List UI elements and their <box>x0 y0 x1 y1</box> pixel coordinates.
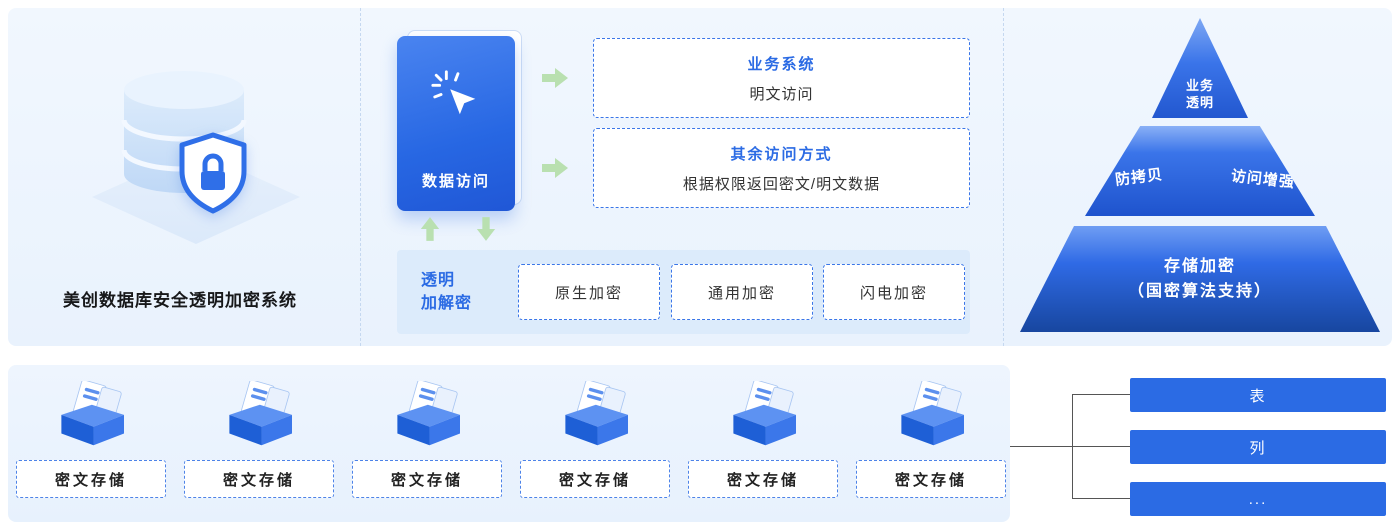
tier-top-line1: 业务 <box>1185 78 1214 93</box>
pyramid-tier-bottom: 存储加密 （国密算法支持） <box>1020 226 1380 332</box>
flow-desc: 明文访问 <box>749 86 814 103</box>
storage-label: 密文存储 <box>856 460 1006 498</box>
arrow-down-icon <box>475 215 497 243</box>
arrow-up-icon <box>419 215 441 243</box>
method-lightning-encryption: 闪电加密 <box>823 264 965 320</box>
divider-left-middle <box>360 8 361 346</box>
label-line1: 透明 <box>421 272 456 289</box>
storage-label: 密文存储 <box>184 460 334 498</box>
encrypted-storage-icon <box>217 381 301 447</box>
transparent-codec-label: 透明 加解密 <box>421 269 472 315</box>
arrow-right-icon <box>540 156 570 180</box>
encrypted-storage-icon <box>385 381 469 447</box>
encrypted-storage-icon <box>49 381 133 447</box>
connector-line <box>1072 498 1130 499</box>
storage-label: 密文存储 <box>520 460 670 498</box>
connector-line <box>1072 394 1073 499</box>
storage-item: 密文存储 <box>352 365 502 522</box>
storage-item: 密文存储 <box>688 365 838 522</box>
product-title: 美创数据库安全透明加密系统 <box>63 291 297 310</box>
storage-item: 密文存储 <box>16 365 166 522</box>
tier-bottom-label: 存储加密 （国密算法支持） <box>1020 254 1380 304</box>
storage-section-panel: 密文存储 密文存储 密文存储 密文存储 密文存储 密文存储 <box>8 365 1010 522</box>
storage-label: 密文存储 <box>352 460 502 498</box>
target-more-bar: ... <box>1130 482 1386 516</box>
tier-top-label: 业务 透明 <box>1152 77 1248 111</box>
storage-label: 密文存储 <box>688 460 838 498</box>
tier-top-line2: 透明 <box>1185 95 1214 110</box>
storage-item: 密文存储 <box>856 365 1006 522</box>
transparent-codec-panel: 透明 加解密 原生加密 通用加密 闪电加密 <box>397 250 970 334</box>
tier-middle-right-label: 访问增强 <box>1230 167 1296 192</box>
flow-title: 其余访问方式 <box>730 146 833 163</box>
book-cover: 数据访问 <box>397 36 515 211</box>
click-cursor-icon <box>431 70 476 115</box>
target-table-bar: 表 <box>1130 378 1386 412</box>
flow-other-access: 其余访问方式 根据权限返回密文/明文数据 <box>593 128 970 208</box>
encrypted-storage-icon <box>721 381 805 447</box>
storage-item: 密文存储 <box>520 365 670 522</box>
connector-line <box>1072 394 1130 395</box>
method-native-encryption: 原生加密 <box>518 264 660 320</box>
tier-bottom-line2: （国密算法支持） <box>1127 283 1272 300</box>
connector-line <box>1010 446 1130 447</box>
arrow-right-icon <box>540 66 570 90</box>
storage-item: 密文存储 <box>184 365 334 522</box>
target-column-bar: 列 <box>1130 430 1386 464</box>
encrypted-storage-icon <box>889 381 973 447</box>
flow-desc: 根据权限返回密文/明文数据 <box>682 176 881 193</box>
data-access-label: 数据访问 <box>421 173 490 190</box>
tier-bottom-line1: 存储加密 <box>1163 258 1236 275</box>
divider-middle-right <box>1003 8 1004 346</box>
flow-business-system: 业务系统 明文访问 <box>593 38 970 118</box>
method-general-encryption: 通用加密 <box>671 264 813 320</box>
encrypted-storage-icon <box>553 381 637 447</box>
label-line2: 加解密 <box>421 295 473 312</box>
flow-title: 业务系统 <box>747 56 816 73</box>
tier-middle-left-label: 防拷贝 <box>1114 166 1164 189</box>
storage-label: 密文存储 <box>16 460 166 498</box>
data-access-node: 数据访问 <box>397 30 522 211</box>
shield-lock-icon <box>179 132 247 214</box>
